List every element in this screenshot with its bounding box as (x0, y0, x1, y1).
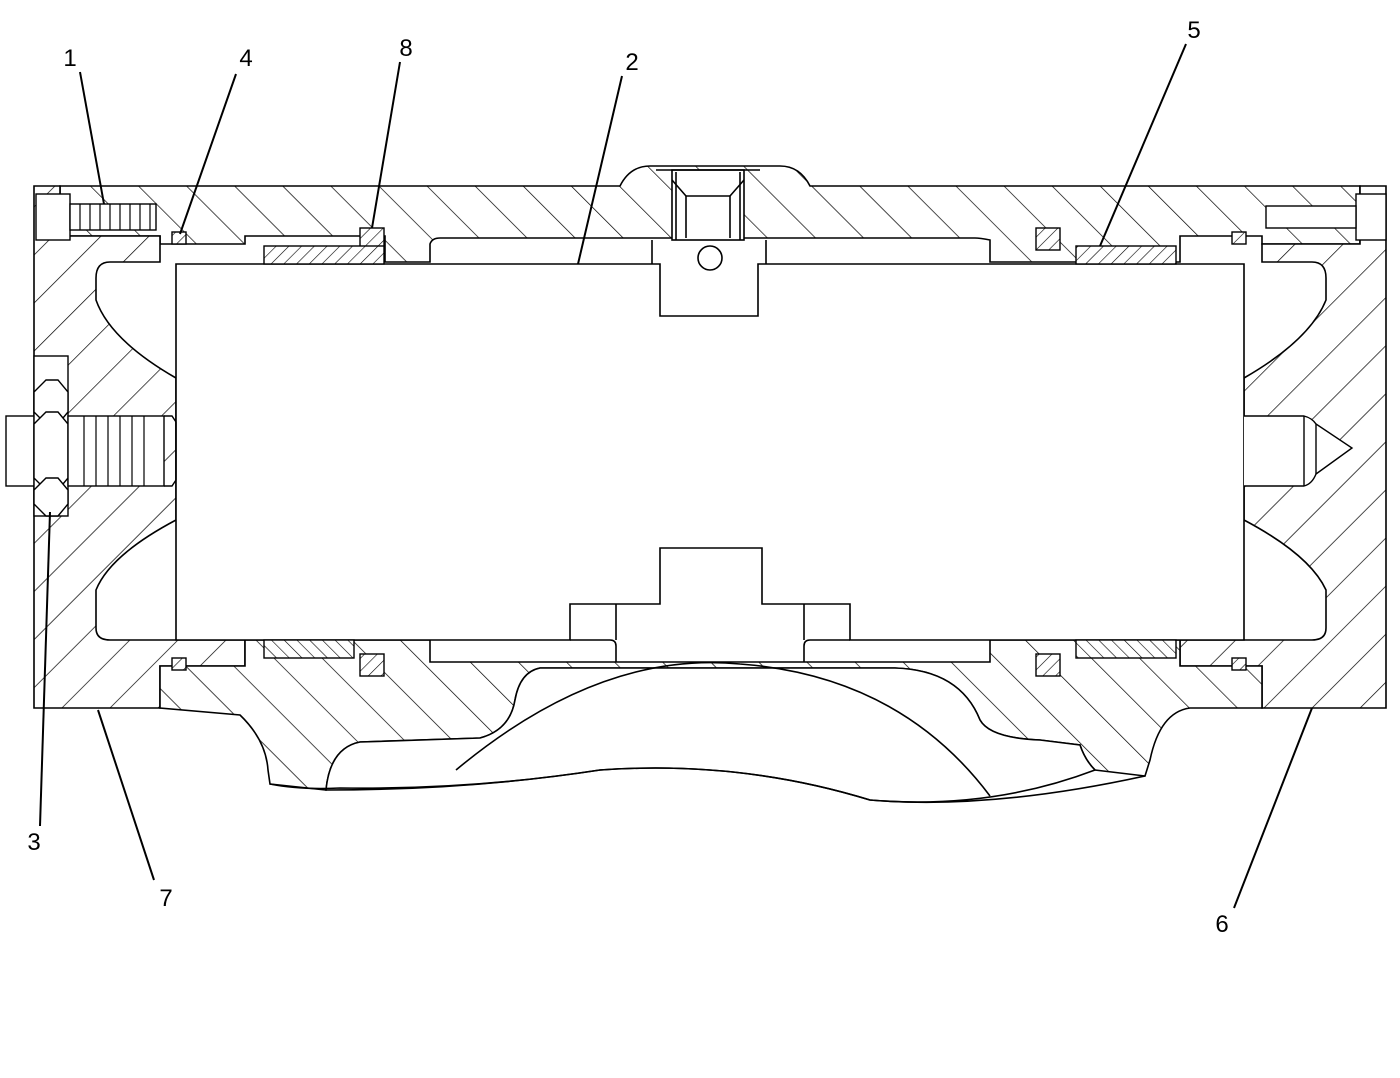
lower-housing (159, 639, 1263, 804)
callout-label-6: 6 (1215, 911, 1228, 938)
leader-7 (97, 709, 155, 881)
leader-2 (577, 75, 623, 265)
callout-label-5: 5 (1187, 17, 1200, 44)
callout-label-8: 8 (399, 35, 412, 62)
leader-1 (79, 71, 105, 205)
leader-3 (39, 511, 51, 827)
leader-6 (1233, 707, 1313, 909)
leader-4 (179, 73, 237, 235)
callout-label-1: 1 (63, 45, 76, 72)
callout-label-2: 2 (625, 49, 638, 76)
leader-8 (371, 61, 401, 229)
callout-label-3: 3 (27, 829, 40, 856)
callout-labels: 1 2 3 4 5 6 7 8 (27, 17, 1228, 938)
callout-label-7: 7 (159, 885, 172, 912)
leader-5 (1099, 43, 1187, 247)
seal-rings (171, 227, 1247, 677)
cover-plate (59, 165, 1361, 263)
adjusting-screw (5, 355, 1354, 517)
leader-lines (39, 43, 1313, 909)
callout-label-4: 4 (239, 45, 252, 72)
valve-spool (175, 240, 1245, 662)
cap-screw (35, 193, 1387, 241)
